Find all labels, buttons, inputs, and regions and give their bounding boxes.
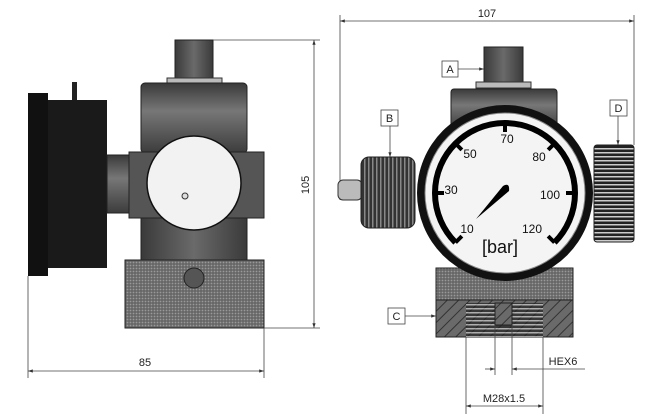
- scale-label-80: 80: [532, 150, 546, 164]
- scale-label-70: 70: [500, 132, 514, 146]
- callout-d: D: [615, 103, 623, 115]
- dim-front-width: 107: [478, 8, 496, 20]
- dim-thread: M28x1.5: [483, 393, 525, 405]
- side-port-cap: [146, 135, 242, 231]
- callout-b: B: [386, 113, 393, 125]
- collar: [166, 77, 223, 84]
- gauge-tick: [546, 234, 556, 244]
- gauge-ticks: [435, 123, 575, 244]
- top-square-a: [483, 46, 524, 83]
- scale-label-100: 100: [540, 188, 560, 202]
- scale-label-10: 10: [460, 222, 474, 236]
- dim-height: 105: [300, 176, 312, 194]
- gauge-bezel: [28, 93, 48, 276]
- scale-label-120: 120: [522, 222, 542, 236]
- gauge-tick: [454, 234, 464, 244]
- port-hole: [181, 192, 189, 200]
- gauge-body: [48, 100, 107, 268]
- gauge-pin: [72, 82, 77, 100]
- knob-d: [593, 144, 635, 243]
- ring-hole: [183, 267, 205, 289]
- scale-label-30: 30: [444, 183, 458, 197]
- gauge-needle: [476, 184, 510, 219]
- top-square-a: [174, 39, 214, 79]
- hex-socket-core: [494, 302, 513, 326]
- gauge-tick: [454, 142, 464, 152]
- callout-c: C: [393, 311, 401, 323]
- side-view: 105 85: [27, 39, 320, 378]
- scale-label-50: 50: [463, 147, 477, 161]
- hex-fitting: [106, 154, 130, 214]
- nozzle: [337, 179, 363, 201]
- gauge-tick: [546, 142, 556, 152]
- dim-hex: HEX6: [549, 356, 578, 368]
- collar: [475, 81, 532, 89]
- front-view: 107 10 30 50 70 80 100 120 [bar] A B C: [337, 8, 635, 414]
- knob-b: [360, 156, 416, 229]
- dim-side-width: 85: [139, 357, 151, 369]
- callout-a: A: [446, 64, 454, 76]
- gauge-unit: [bar]: [482, 237, 518, 257]
